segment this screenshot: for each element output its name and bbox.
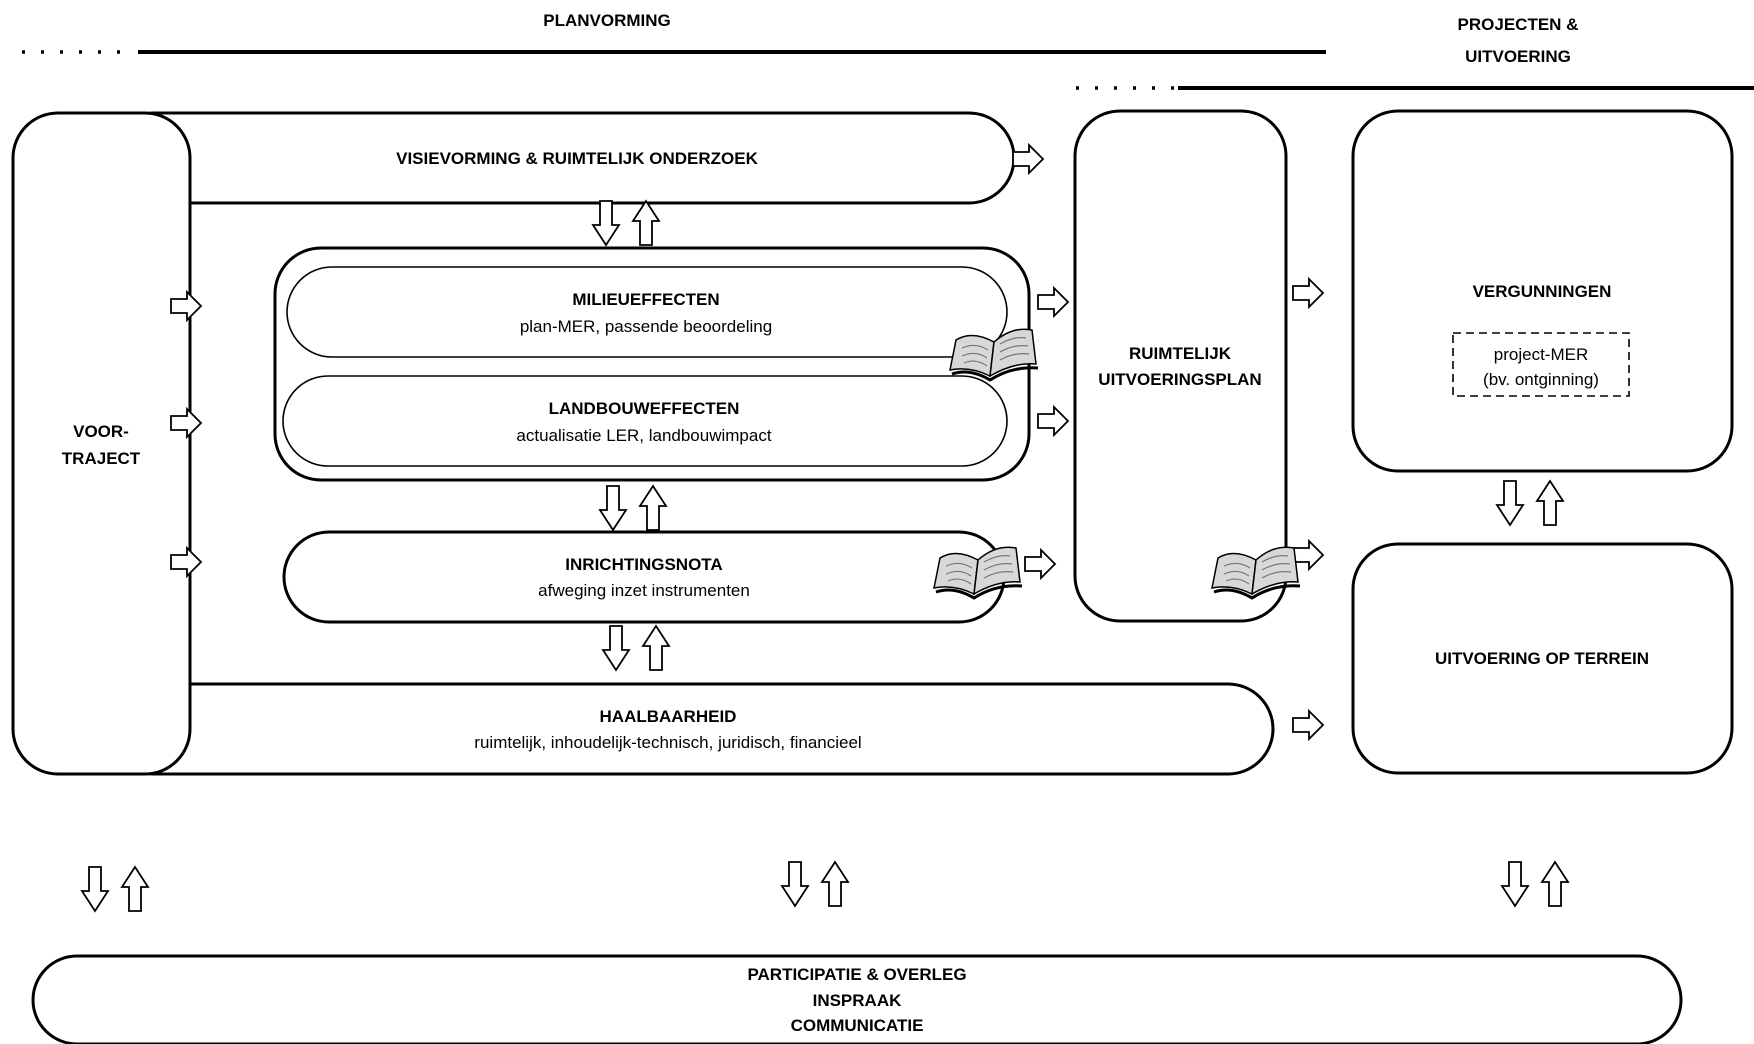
arrow-right-icon xyxy=(1292,540,1324,570)
project-mer-line2: (bv. ontginning) xyxy=(1483,370,1599,389)
box-participatie xyxy=(31,954,1683,1044)
participatie-line1: PARTICIPATIE & OVERLEG xyxy=(747,965,966,984)
inrichtingsnota-subtitle: afweging inzet instrumenten xyxy=(538,581,750,600)
box-landbouweffecten xyxy=(282,375,1008,467)
arrow-up-icon xyxy=(639,485,667,531)
arrow-down-icon xyxy=(592,200,620,246)
arrow-down-icon xyxy=(81,866,109,912)
arrow-up-icon xyxy=(632,200,660,246)
participatie-line2: INSPRAAK xyxy=(813,991,903,1010)
box-haalbaarheid xyxy=(106,682,1275,776)
visievorming-title: VISIEVORMING & RUIMTELIJK ONDERZOEK xyxy=(396,149,758,168)
voortraject-line2: TRAJECT xyxy=(62,449,141,468)
arrow-up-icon xyxy=(642,625,670,671)
arrow-down-icon xyxy=(1496,480,1524,526)
arrow-right-icon xyxy=(1037,406,1069,436)
haalbaarheid-title: HAALBAARHEID xyxy=(600,707,737,726)
box-milieueffecten xyxy=(286,266,1008,358)
milieueffecten-subtitle: plan-MER, passende beoordeling xyxy=(520,317,772,336)
haalbaarheid-subtitle: ruimtelijk, inhoudelijk-technisch, jurid… xyxy=(474,733,861,752)
voortraject-line1: VOOR- xyxy=(73,422,129,441)
arrow-down-icon xyxy=(1501,861,1529,907)
arrow-right-icon xyxy=(1012,144,1044,174)
arrow-down-icon xyxy=(781,861,809,907)
participatie-line3: COMMUNICATIE xyxy=(791,1016,924,1035)
inrichtingsnota-title: INRICHTINGSNOTA xyxy=(565,555,722,574)
arrow-up-icon xyxy=(1536,480,1564,526)
box-rup xyxy=(1073,109,1288,623)
rup-line2: UITVOERINGSPLAN xyxy=(1098,370,1261,389)
box-project-mer xyxy=(1452,332,1630,397)
arrow-right-icon xyxy=(1292,710,1324,740)
arrow-up-icon xyxy=(121,866,149,912)
arrow-down-icon xyxy=(599,485,627,531)
uitvoering-title: UITVOERING OP TERREIN xyxy=(1435,649,1649,668)
arrow-up-icon xyxy=(821,861,849,907)
arrow-down-icon xyxy=(602,625,630,671)
box-vergunningen xyxy=(1351,109,1734,473)
milieueffecten-title: MILIEUEFFECTEN xyxy=(572,290,719,309)
box-voortraject xyxy=(11,111,192,776)
arrow-right-icon xyxy=(1024,549,1056,579)
arrow-right-icon xyxy=(1037,287,1069,317)
box-uitvoering xyxy=(1351,542,1734,775)
box-inrichtingsnota xyxy=(282,530,1006,624)
landbouweffecten-title: LANDBOUWEFFECTEN xyxy=(549,399,740,418)
vergunningen-title: VERGUNNINGEN xyxy=(1473,282,1612,301)
landbouweffecten-subtitle: actualisatie LER, landbouwimpact xyxy=(516,426,771,445)
arrow-up-icon xyxy=(1541,861,1569,907)
phase-projecten-line1: PROJECTEN & xyxy=(1458,15,1579,34)
arrow-right-icon xyxy=(1292,278,1324,308)
phase-projecten-line2: UITVOERING xyxy=(1465,47,1571,66)
project-mer-line1: project-MER xyxy=(1494,345,1588,364)
rup-line1: RUIMTELIJK xyxy=(1129,344,1232,363)
phase-planvorming: PLANVORMING xyxy=(543,11,671,30)
